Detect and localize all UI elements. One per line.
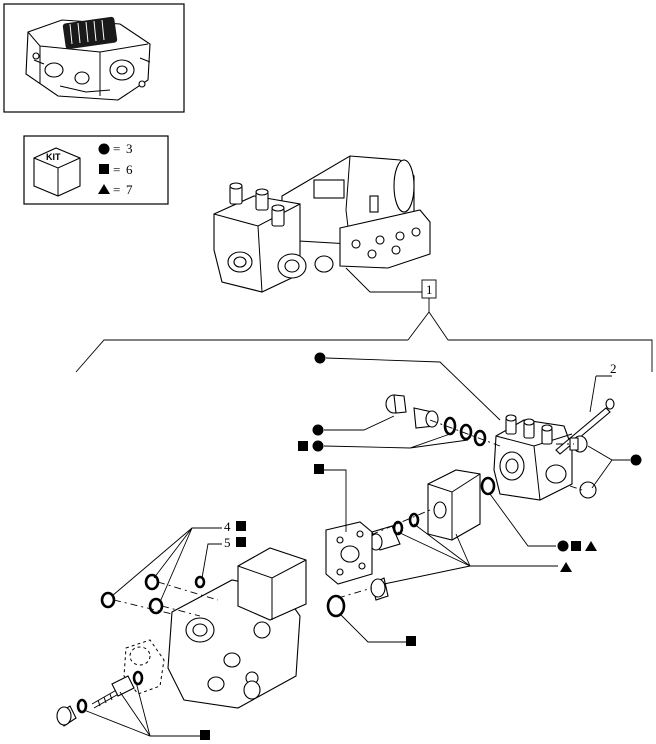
housing-exploded	[123, 547, 307, 709]
circle-symbol-icon	[98, 143, 110, 155]
circle-marker-kit	[557, 540, 569, 552]
kit-label: KIT	[46, 152, 61, 162]
assembled-valve	[213, 155, 431, 293]
circle-marker-top	[314, 352, 326, 364]
square-marker-gasket	[314, 464, 324, 474]
circle-marker-orings	[312, 440, 324, 452]
triangle-symbol-icon	[98, 184, 110, 194]
ref-2-label: 2	[610, 361, 617, 376]
square-marker-ref-5	[236, 537, 246, 547]
ref-4-label: 4	[224, 519, 231, 534]
valve-block-exploded	[493, 414, 573, 501]
circle-marker-fitting	[312, 424, 324, 436]
legend-value-circle: 3	[126, 141, 133, 156]
fitting-set-upper	[385, 394, 501, 447]
kit-legend: KIT = 3 = 6 = 7	[23, 135, 169, 205]
square-marker-orings	[298, 441, 308, 451]
leader-lines: 4 5	[83, 352, 642, 740]
spool-parts	[337, 476, 496, 601]
square-marker-ref-4	[236, 521, 246, 531]
square-marker-kit	[571, 541, 581, 551]
square-marker-oring	[406, 636, 416, 646]
solenoid-coil	[427, 469, 481, 541]
legend-sep-triangle: =	[113, 182, 120, 197]
square-symbol-icon	[99, 164, 109, 174]
gasket-plate	[325, 521, 373, 585]
relief-screw-set	[56, 670, 261, 727]
plug-set-right	[556, 435, 597, 499]
ref-1-label: 1	[426, 282, 433, 297]
legend-sep-square: =	[113, 162, 120, 177]
callout-ref-1: 1	[75, 267, 653, 373]
triangle-marker-kit	[585, 541, 597, 551]
thumbnail-highlight	[62, 16, 118, 50]
legend-value-triangle: 7	[126, 182, 133, 197]
legend-sep-circle: =	[113, 141, 120, 156]
ref-5-label: 5	[224, 535, 231, 550]
o-rings-left	[100, 573, 346, 618]
kit-box-icon	[33, 147, 81, 197]
circle-marker-right	[630, 454, 642, 466]
legend-value-square: 6	[126, 162, 133, 177]
overview-thumbnail	[3, 3, 185, 113]
square-marker-bottom	[200, 730, 210, 740]
triangle-marker-coil	[560, 562, 572, 572]
